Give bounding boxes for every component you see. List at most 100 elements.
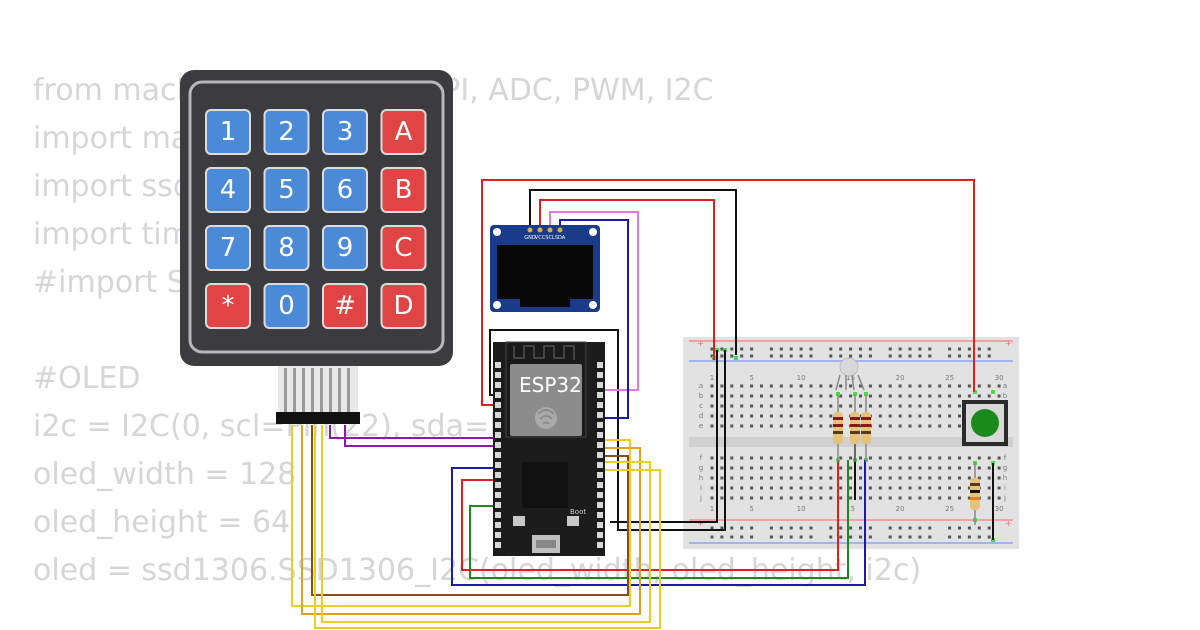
bb-hole [809, 466, 813, 470]
oled-pin[interactable] [547, 227, 553, 233]
esp32-pin[interactable] [597, 522, 603, 528]
esp32-pin[interactable] [495, 372, 501, 378]
boot-button[interactable] [567, 516, 579, 526]
esp32-pin[interactable] [495, 452, 501, 458]
keypad-key[interactable]: C [380, 225, 427, 271]
esp32-pin[interactable] [495, 432, 501, 438]
esp32-pin[interactable] [495, 492, 501, 498]
keypad-key[interactable]: 6 [322, 167, 368, 213]
keypad-key[interactable]: 3 [322, 109, 368, 155]
esp32-pin[interactable] [597, 432, 603, 438]
bb-hole [789, 456, 793, 460]
esp32-pin[interactable] [495, 512, 501, 518]
bb-hole [868, 496, 872, 500]
keypad-key[interactable]: B [380, 167, 427, 213]
esp32-pin[interactable] [597, 362, 603, 368]
wire-yellow[interactable] [321, 425, 651, 623]
esp32-pin[interactable] [495, 482, 501, 488]
esp32-pin[interactable] [495, 462, 501, 468]
keypad-key[interactable]: 7 [205, 225, 251, 271]
bb-hole [779, 424, 783, 428]
bb-hole [740, 414, 744, 418]
esp32-board[interactable]: ESP32 Boot [493, 341, 605, 556]
esp32-pin[interactable] [597, 442, 603, 448]
esp32-pin[interactable] [597, 412, 603, 418]
esp32-pin[interactable] [495, 472, 501, 478]
esp32-pin[interactable] [597, 462, 603, 468]
bb-hole [987, 456, 991, 460]
wire-yellow[interactable] [291, 425, 631, 607]
keypad-key[interactable]: 2 [263, 109, 310, 155]
keypad-key[interactable]: # [322, 283, 368, 329]
bb-hole [948, 394, 952, 398]
oled-pin[interactable] [557, 227, 563, 233]
esp32-pin[interactable] [495, 532, 501, 538]
esp32-pin[interactable] [597, 422, 603, 428]
keypad-key[interactable]: 0 [263, 283, 310, 329]
esp32-pin[interactable] [597, 542, 603, 548]
pushbutton-cap[interactable] [971, 409, 999, 437]
esp32-pin[interactable] [597, 482, 603, 488]
esp32-pin[interactable] [495, 422, 501, 428]
esp32-pin[interactable] [597, 372, 603, 378]
wire-red[interactable] [461, 460, 839, 571]
wire-orange[interactable] [301, 425, 641, 615]
bb-hole [730, 354, 734, 358]
esp32-pin[interactable] [495, 442, 501, 448]
wire-blue[interactable] [451, 460, 866, 586]
oled-pin[interactable] [537, 227, 543, 233]
esp32-pin[interactable] [495, 502, 501, 508]
keypad-key[interactable]: 1 [205, 109, 251, 155]
bb-hole [859, 526, 862, 530]
pushbutton[interactable] [962, 400, 1008, 446]
wire-purple[interactable] [329, 425, 500, 439]
wire-purple[interactable] [344, 425, 500, 447]
esp32-pin[interactable] [597, 452, 603, 458]
esp32-pin[interactable] [495, 402, 501, 408]
keypad-key[interactable]: * [205, 283, 251, 329]
esp32-pin[interactable] [597, 472, 603, 478]
keypad-key[interactable]: A [380, 109, 427, 155]
bb-hole [849, 466, 853, 470]
bb-hole [908, 476, 912, 480]
bb-hole [997, 466, 1001, 470]
oled-pin[interactable] [527, 227, 533, 233]
wire-black[interactable] [529, 189, 737, 355]
connector-pin [320, 368, 323, 414]
bb-hole [799, 384, 803, 388]
esp32-pin[interactable] [597, 532, 603, 538]
wire-blue[interactable] [559, 219, 629, 419]
connector-pin [293, 368, 296, 414]
rgb-led[interactable] [835, 357, 865, 391]
wire-green[interactable] [469, 460, 849, 579]
esp32-pin[interactable] [495, 392, 501, 398]
bb-hole [898, 384, 902, 388]
keypad-key[interactable]: 9 [322, 225, 368, 271]
esp32-pin[interactable] [495, 522, 501, 528]
en-button[interactable] [513, 516, 525, 526]
keypad-key[interactable]: D [380, 283, 427, 329]
wire-red[interactable] [481, 179, 975, 406]
wire-yellow[interactable] [314, 425, 661, 629]
esp32-pin[interactable] [597, 402, 603, 408]
wire-black[interactable] [610, 350, 718, 523]
keypad-key[interactable]: 4 [205, 167, 251, 213]
esp32-pin[interactable] [597, 502, 603, 508]
esp32-pin[interactable] [495, 412, 501, 418]
esp32-pin[interactable] [597, 382, 603, 388]
esp32-pin[interactable] [597, 392, 603, 398]
resistor-band [850, 417, 860, 420]
keypad-key[interactable]: 8 [263, 225, 310, 271]
esp32-pin[interactable] [495, 382, 501, 388]
esp32-pin[interactable] [597, 492, 603, 498]
keypad-key[interactable]: 5 [263, 167, 310, 213]
wire-brown[interactable] [311, 425, 629, 596]
esp32-pin[interactable] [495, 542, 501, 548]
esp32-pin[interactable] [495, 362, 501, 368]
bb-hole [898, 404, 902, 408]
wire-black[interactable] [489, 329, 726, 531]
wire-red[interactable] [539, 199, 715, 360]
esp32-pin[interactable] [597, 512, 603, 518]
